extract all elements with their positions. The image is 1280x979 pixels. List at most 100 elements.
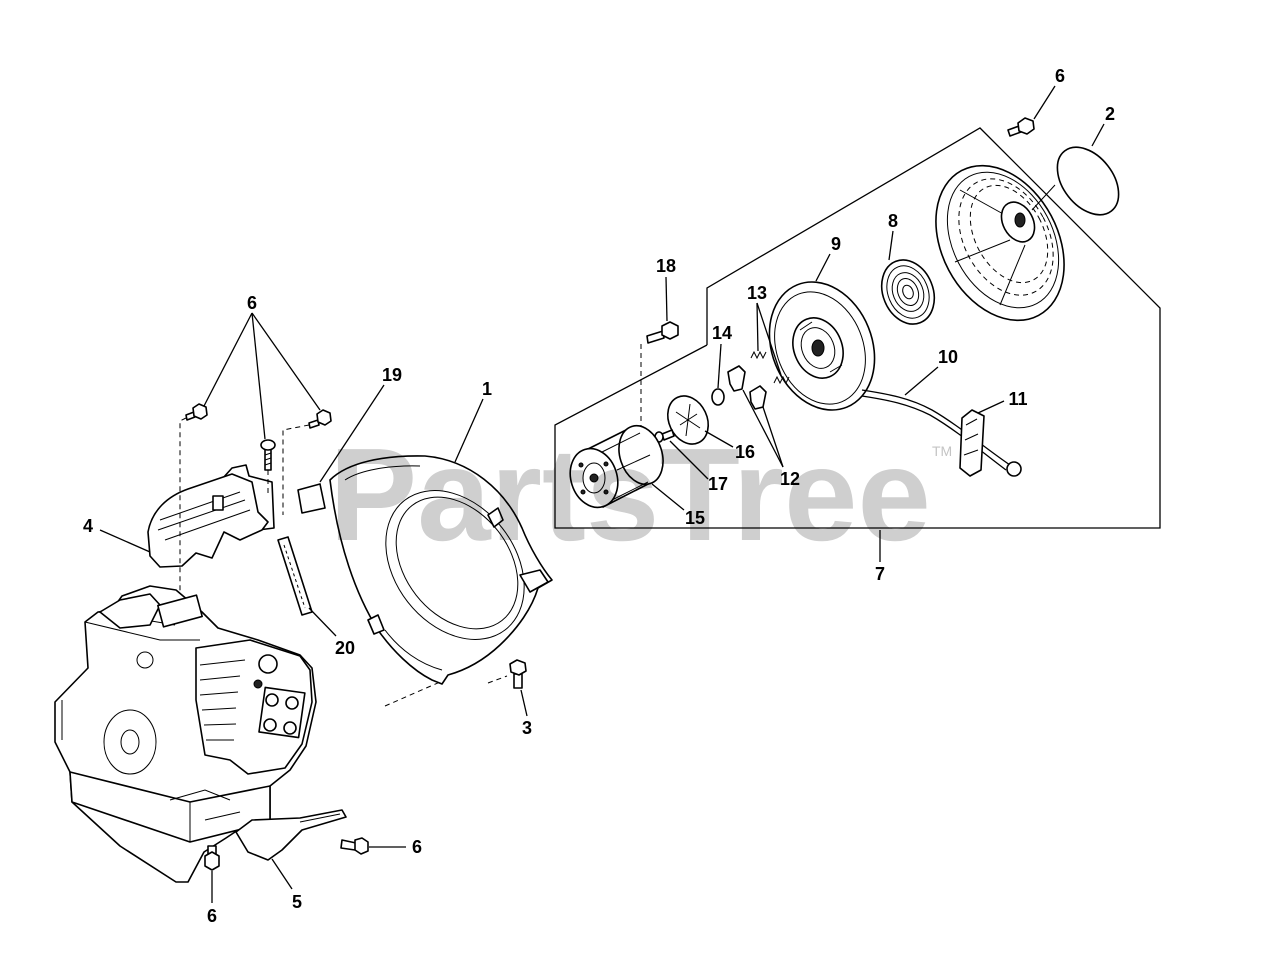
callout-8: 8 xyxy=(888,211,898,231)
bolt-3-head xyxy=(509,659,527,676)
callout-20: 20 xyxy=(335,638,355,658)
washer-14 xyxy=(711,388,725,406)
leader-6-shroud-right xyxy=(251,312,321,411)
bolt-head xyxy=(260,439,276,451)
callout-6-bottom-left: 6 xyxy=(207,906,217,926)
callout-17: 17 xyxy=(708,474,728,494)
blower-housing-rim xyxy=(344,465,421,481)
callout-6-bottom-right: 6 xyxy=(412,837,422,857)
rope-line-a xyxy=(861,389,1011,466)
handle-grip-lines xyxy=(963,418,979,456)
starter-cup xyxy=(569,424,664,509)
shroud-dashed-guides xyxy=(179,417,310,600)
housing-hub-hole xyxy=(1014,212,1026,228)
watermark-text: PartsTree xyxy=(329,421,931,568)
handle-body xyxy=(959,409,985,477)
leader-10 xyxy=(904,366,939,396)
leader-12-a xyxy=(742,389,784,468)
starter-handle xyxy=(959,409,985,477)
cup-center xyxy=(589,473,599,483)
leader-6-shroud-left xyxy=(203,312,253,407)
starter-housing xyxy=(935,164,1065,322)
housing-inner-rim xyxy=(946,171,1060,309)
callout-19: 19 xyxy=(382,365,402,385)
housing-ribs-inner xyxy=(969,184,1049,284)
rope-line-b xyxy=(861,395,1007,471)
bracket-5-body xyxy=(235,809,347,861)
leader-13-a xyxy=(756,302,759,352)
strip-20-body xyxy=(277,536,313,616)
callout-4: 4 xyxy=(83,516,93,536)
bolt-head xyxy=(316,409,332,426)
bolt-bottom-right xyxy=(340,837,369,855)
leader-6-top-right xyxy=(1033,85,1056,120)
leader-1 xyxy=(454,398,484,463)
blower-opening xyxy=(385,490,525,640)
bolt-head xyxy=(192,403,208,420)
blower-housing xyxy=(329,455,553,685)
head-bolt-4 xyxy=(283,721,297,735)
callout-13: 13 xyxy=(747,283,767,303)
head-bolt-2 xyxy=(285,696,299,710)
engine-top-boss xyxy=(157,594,203,628)
shroud-ribs xyxy=(157,491,251,541)
pulley-cams xyxy=(799,321,843,373)
bolt-shroud-right xyxy=(308,409,332,429)
engine-port xyxy=(136,651,154,669)
leader-4 xyxy=(99,529,151,553)
bolt-head xyxy=(1017,117,1035,135)
shroud-tab xyxy=(212,495,224,511)
strip-20-center xyxy=(283,544,306,609)
blower-tab-3 xyxy=(367,614,385,635)
callout-6-top-right: 6 xyxy=(1055,66,1065,86)
starter-rope xyxy=(861,389,1022,477)
rope-knot xyxy=(1006,461,1022,477)
leader-5 xyxy=(271,858,293,890)
bolt-bottom-left xyxy=(204,845,220,871)
leader-8 xyxy=(888,230,894,261)
leader-11 xyxy=(977,400,1005,414)
housing-rim xyxy=(935,164,1065,322)
cup-hole-3 xyxy=(580,489,586,495)
spring-coil-1 xyxy=(880,259,936,325)
blower-lower-lip xyxy=(384,629,443,671)
cylinder-shroud xyxy=(147,464,275,568)
leader-12-b xyxy=(762,406,784,468)
callout-16: 16 xyxy=(735,442,755,462)
watermark-tm: TM xyxy=(932,443,952,459)
retainer-plate xyxy=(666,395,710,445)
callout-5: 5 xyxy=(292,892,302,912)
leader-2 xyxy=(1091,123,1105,147)
spring-coil-3 xyxy=(891,272,925,312)
bolt-shroud-center xyxy=(260,439,276,471)
head-bolt-1 xyxy=(265,693,279,707)
cup-back xyxy=(618,424,664,486)
bolt-18-head xyxy=(661,321,679,340)
cylinder-fins xyxy=(199,659,246,741)
cup-hole-2 xyxy=(603,461,609,467)
callouts: 6 2 8 9 18 13 14 10 11 16 17 12 15 7 19 … xyxy=(83,66,1115,926)
bracket-5 xyxy=(235,809,347,861)
bolt-18 xyxy=(646,321,679,344)
callout-3: 3 xyxy=(522,718,532,738)
cup-ribs xyxy=(599,432,651,501)
leader-20 xyxy=(308,607,337,637)
spring-coil-2 xyxy=(886,265,930,319)
bolt-shank xyxy=(308,419,320,429)
spring-coil-4 xyxy=(896,277,920,307)
leader-3 xyxy=(520,689,528,717)
cup-hole-4 xyxy=(603,489,609,495)
blower-dashed-guides xyxy=(384,675,508,707)
engine-block xyxy=(54,585,317,883)
callout-15: 15 xyxy=(685,508,705,528)
bolt-head xyxy=(204,851,220,871)
leader-15 xyxy=(651,483,685,511)
leader-16 xyxy=(704,430,734,448)
pawl-upper xyxy=(727,365,746,392)
gasket-19 xyxy=(297,483,326,514)
leader-lines xyxy=(99,85,1105,903)
bolt-3 xyxy=(509,659,527,689)
callout-2: 2 xyxy=(1105,104,1115,124)
callout-6-shroud: 6 xyxy=(247,293,257,313)
